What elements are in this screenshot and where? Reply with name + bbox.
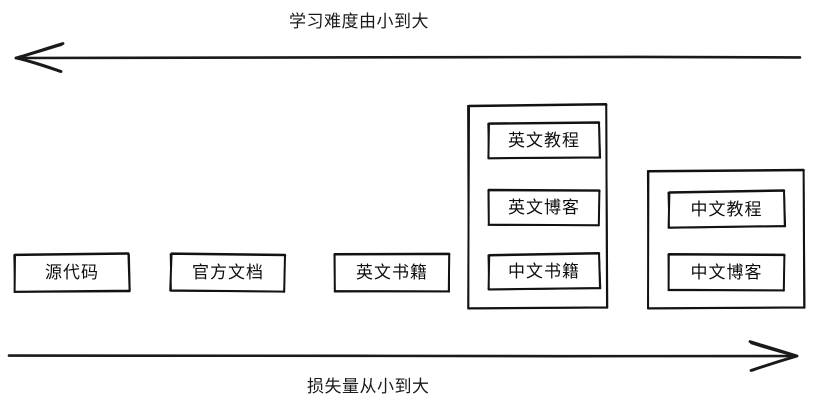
node-label: 中文博客 (690, 262, 763, 282)
sketch-rect-border (667, 253, 786, 292)
node-chinese-blog[interactable]: 中文博客 (667, 253, 786, 292)
node-label: 中文书籍 (508, 261, 580, 281)
bottom-axis-arrow (7, 340, 799, 372)
node-label: 英文博客 (508, 197, 580, 217)
group-chinese-cluster (646, 168, 806, 310)
node-english-books[interactable]: 英文书籍 (333, 252, 451, 293)
node-label: 中文教程 (690, 199, 763, 219)
bottom-axis-label: 损失量从小到大 (307, 377, 430, 396)
node-english-tutorial[interactable]: 英文教程 (487, 121, 602, 160)
sketch-group-border (646, 168, 806, 310)
node-official-docs[interactable]: 官方文档 (169, 252, 287, 293)
top-axis-arrow (14, 42, 802, 73)
sketch-group-border (467, 103, 609, 310)
node-english-blog[interactable]: 英文博客 (487, 188, 601, 227)
sketch-rect-border (13, 252, 131, 293)
group-english-cluster (467, 103, 609, 310)
sketch-rect-border (487, 188, 601, 227)
top-axis-label: 学习难度由小到大 (289, 12, 429, 31)
node-label: 英文书籍 (356, 263, 428, 282)
sketch-rect-border (667, 189, 787, 229)
node-label: 英文教程 (508, 130, 580, 150)
node-chinese-tutorial[interactable]: 中文教程 (667, 189, 787, 229)
sketch-rect-border (333, 252, 451, 293)
node-label: 源代码 (45, 263, 99, 282)
sketch-rect-border (169, 252, 287, 293)
node-source-code[interactable]: 源代码 (13, 252, 131, 293)
sketch-rect-border (487, 121, 602, 160)
sketch-rect-border (487, 252, 602, 291)
node-label: 官方文档 (192, 263, 264, 282)
node-chinese-books[interactable]: 中文书籍 (487, 252, 602, 291)
